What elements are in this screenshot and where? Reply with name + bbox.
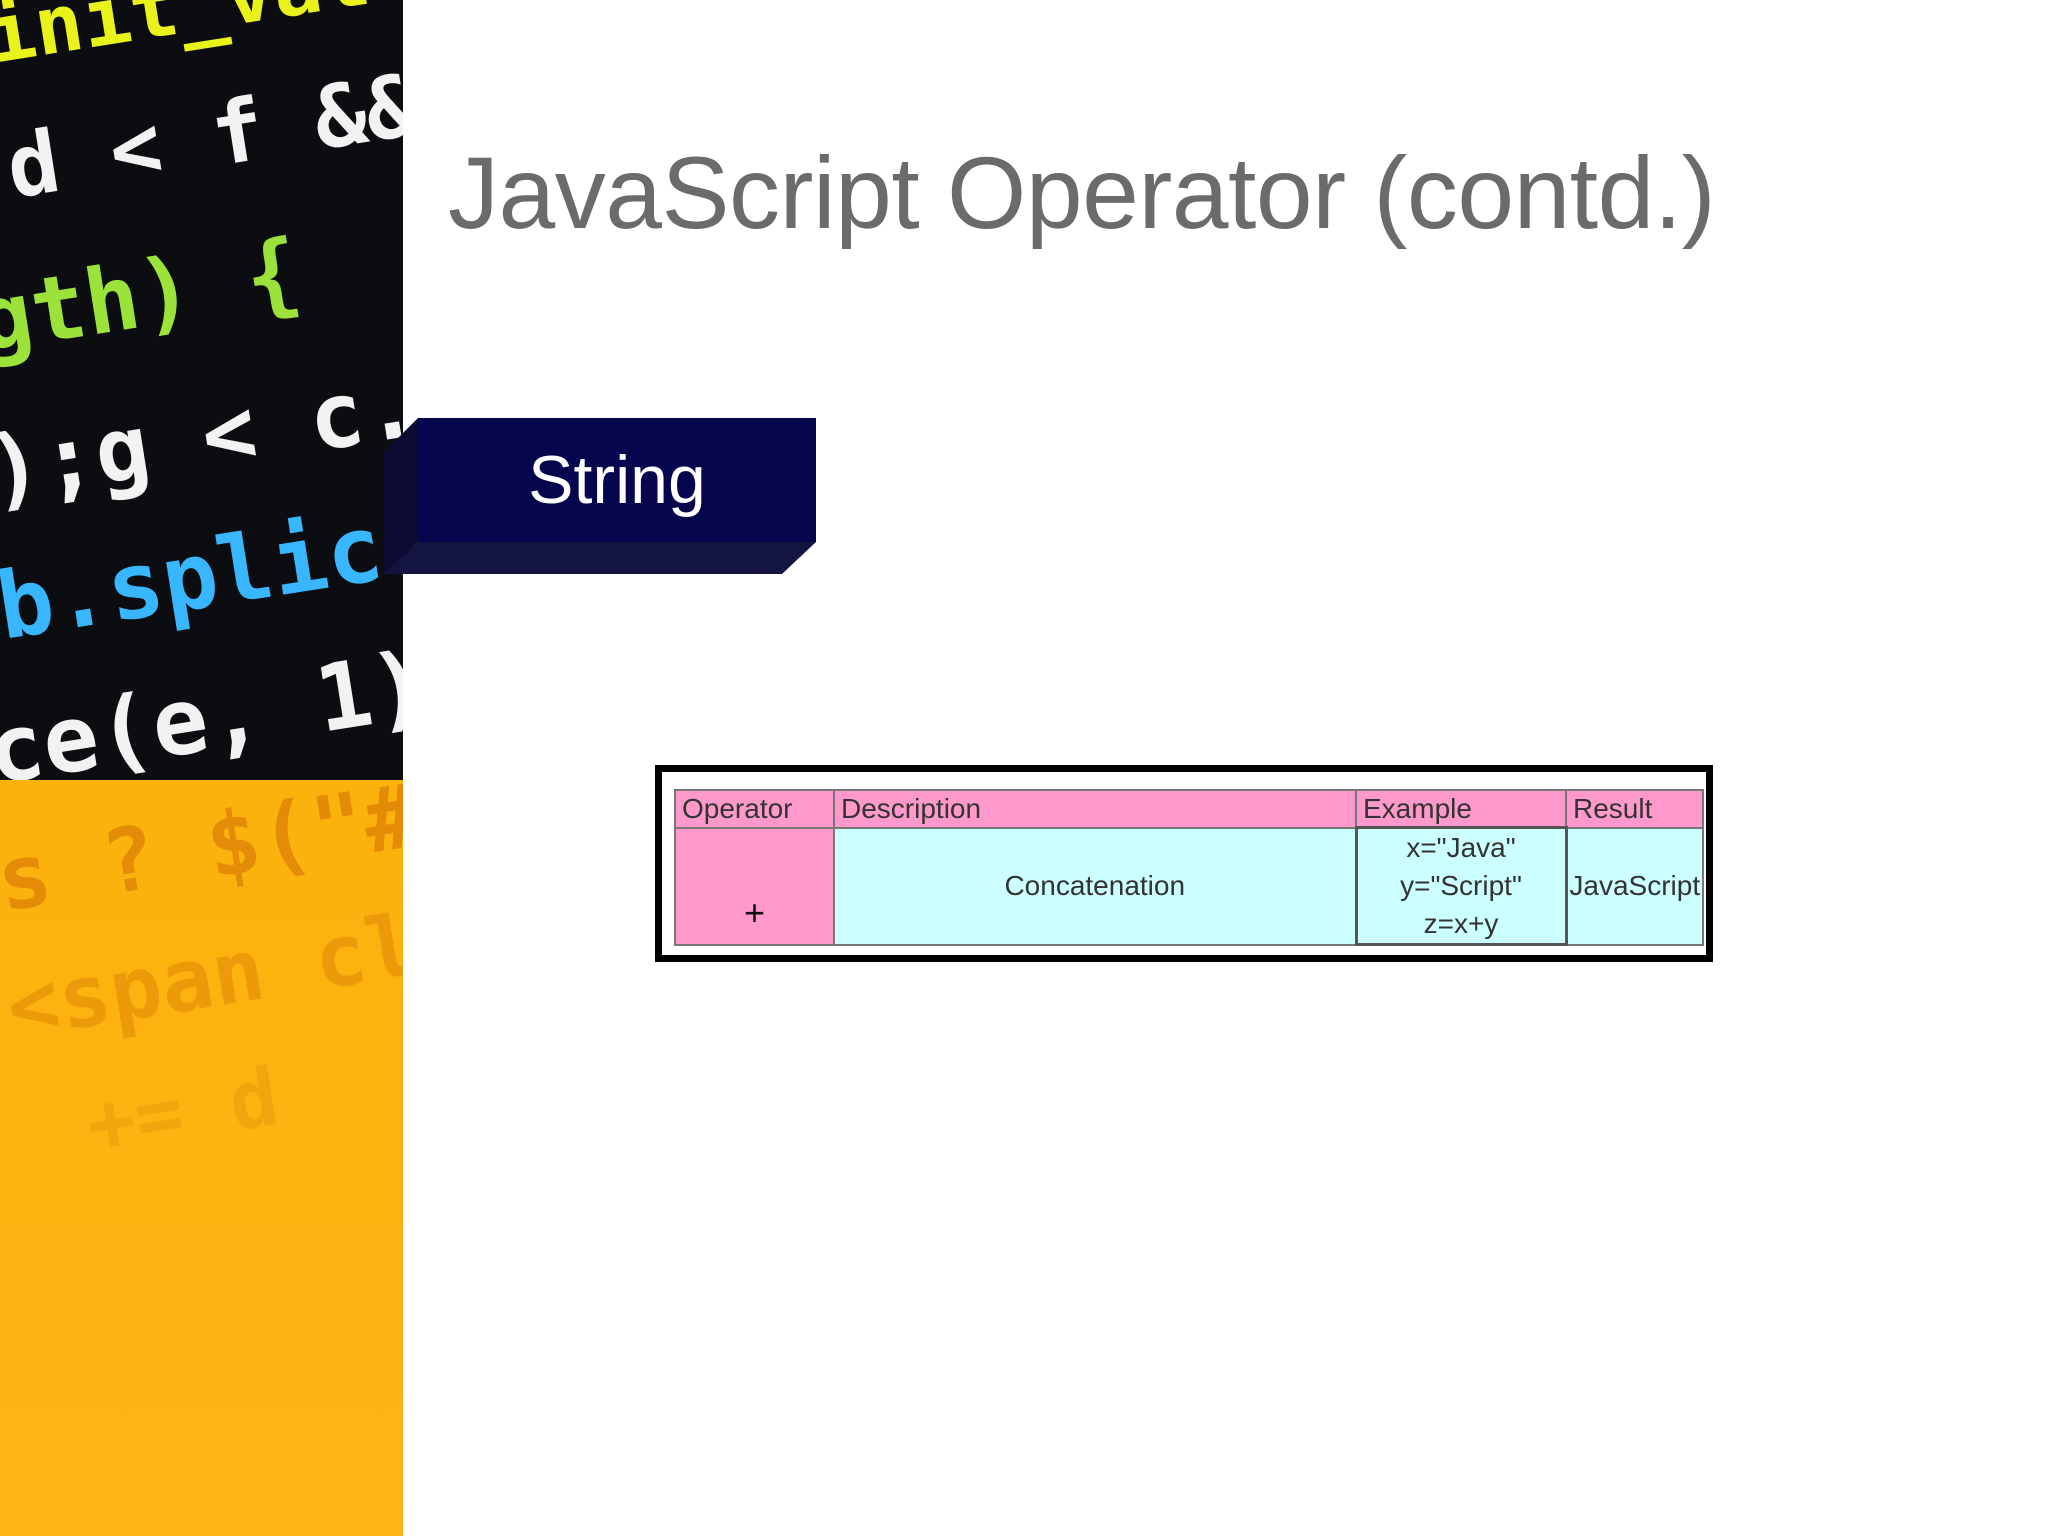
- banner-label: String: [528, 442, 706, 518]
- faded-code-line-2: += d: [80, 1049, 285, 1172]
- code-line-3: gth) {: [0, 219, 308, 374]
- header-example: Example: [1355, 789, 1567, 829]
- code-screenshot: init_val ) d < f && gth) { );g < c.len b…: [0, 0, 403, 780]
- table-row: + Concatenation x="Java" y="Script" z=x+…: [674, 826, 1704, 946]
- operator-table-frame: Operator Description Example Result + Co…: [655, 765, 1713, 962]
- header-result: Result: [1565, 789, 1704, 829]
- slide-title: JavaScript Operator (contd.): [448, 136, 1716, 250]
- example-line-3: z=x+y: [1423, 908, 1499, 939]
- header-description: Description: [833, 789, 1357, 829]
- example-line-2: y="Script": [1400, 870, 1522, 901]
- header-operator: Operator: [674, 789, 835, 829]
- cell-example: x="Java" y="Script" z=x+y: [1354, 826, 1568, 946]
- banner-shape: [384, 418, 816, 574]
- operator-symbol: +: [743, 891, 766, 933]
- operator-table: Operator Description Example Result + Co…: [674, 789, 1704, 946]
- cell-result: JavaScript: [1565, 826, 1704, 946]
- cell-operator: +: [674, 826, 835, 946]
- table-header-row: Operator Description Example Result: [674, 789, 1704, 829]
- code-line-2: d < f &&: [0, 55, 403, 219]
- example-line-1: x="Java": [1406, 832, 1516, 863]
- string-banner: String: [384, 418, 816, 574]
- cell-description: Concatenation: [833, 826, 1357, 946]
- code-background-image: init_val ) d < f && gth) { );g < c.len b…: [0, 0, 403, 1536]
